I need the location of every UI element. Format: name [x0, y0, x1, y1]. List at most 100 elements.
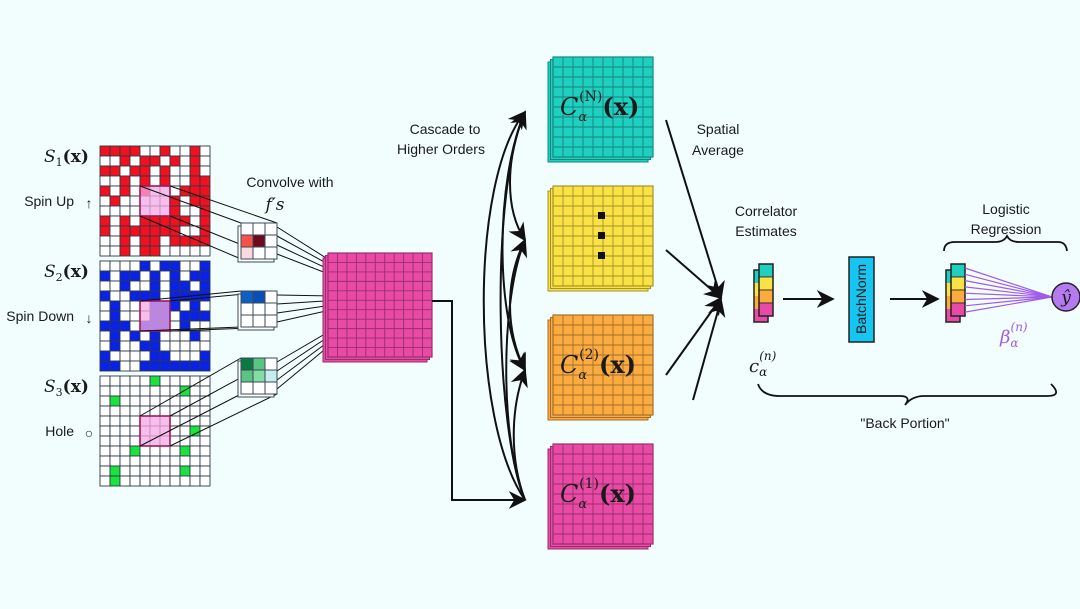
occupied-site — [109, 165, 121, 177]
occupied-site — [119, 215, 131, 227]
empty-site — [169, 385, 181, 397]
occupied-site — [169, 290, 181, 302]
occupied-site — [189, 330, 201, 342]
empty-site — [109, 280, 121, 292]
occupied-site — [169, 235, 181, 247]
empty-site — [109, 225, 121, 237]
occupied-site — [109, 195, 121, 207]
empty-site — [99, 195, 111, 207]
window-to-filter-line — [139, 357, 242, 417]
occupied-site — [159, 225, 171, 237]
empty-site — [109, 260, 121, 272]
empty-site — [169, 465, 181, 477]
output-node: ŷ — [1051, 282, 1080, 312]
empty-site — [179, 340, 191, 352]
empty-site — [109, 290, 121, 302]
occupied-site — [149, 225, 161, 237]
occupied-site — [159, 215, 171, 227]
empty-site — [169, 245, 181, 257]
filter-weight — [264, 314, 278, 328]
empty-site — [169, 310, 181, 322]
occupied-site — [149, 280, 161, 292]
empty-site — [159, 465, 171, 477]
empty-site — [179, 330, 191, 342]
correlator-estimate-vector — [753, 263, 774, 323]
window-to-filter-line — [169, 393, 278, 447]
cascade-arrow — [482, 110, 527, 501]
empty-site — [129, 375, 141, 387]
occupied-site — [189, 360, 201, 372]
empty-site — [179, 350, 191, 362]
empty-site — [109, 215, 121, 227]
empty-site — [129, 360, 141, 372]
window-to-filter-line — [139, 393, 242, 447]
empty-site — [159, 330, 171, 342]
occupied-site — [199, 270, 211, 282]
empty-site — [159, 385, 171, 397]
occupied-site — [179, 445, 191, 457]
vector-entry — [758, 276, 774, 291]
empty-site — [189, 350, 201, 362]
empty-site — [199, 330, 211, 342]
filter-weight — [252, 302, 266, 316]
empty-site — [119, 360, 131, 372]
spatial-label-line2: Average — [692, 142, 744, 158]
spatial-label-line1: Spatial — [697, 121, 740, 137]
empty-site — [129, 435, 141, 447]
occupied-site — [109, 145, 121, 157]
occupied-site — [179, 385, 191, 397]
logistic-weight-line — [964, 267, 1053, 298]
occupied-site — [99, 185, 111, 197]
occupied-site — [179, 310, 191, 322]
cascade-label-line2: Higher Orders — [397, 141, 485, 157]
correlator-map-order-ellipsis — [547, 185, 654, 292]
occupied-site — [119, 245, 131, 257]
occupied-site — [179, 235, 191, 247]
occupied-site — [119, 155, 131, 167]
filter-weight — [264, 302, 278, 316]
empty-site — [149, 395, 161, 407]
empty-site — [129, 455, 141, 467]
empty-site — [179, 300, 191, 312]
occupied-site — [149, 235, 161, 247]
occupied-site — [199, 260, 211, 272]
empty-site — [129, 195, 141, 207]
occupied-site — [129, 225, 141, 237]
occupied-site — [199, 360, 211, 372]
correlator-label: Cα(N)(x) — [560, 89, 639, 125]
empty-site — [139, 385, 151, 397]
occupied-site — [99, 350, 111, 362]
empty-site — [139, 350, 151, 362]
empty-site — [109, 445, 121, 457]
empty-site — [119, 475, 131, 487]
estimates-label-line1: Correlator — [735, 203, 798, 219]
window-to-filter-line — [169, 185, 278, 224]
empty-site — [129, 425, 141, 437]
occupied-site — [189, 300, 201, 312]
filter-weight — [264, 234, 278, 248]
occupied-site — [109, 475, 121, 487]
occupied-site — [139, 175, 151, 187]
empty-site — [119, 260, 131, 272]
empty-site — [169, 435, 181, 447]
empty-site — [169, 165, 181, 177]
occupied-site — [199, 175, 211, 187]
empty-site — [149, 465, 161, 477]
empty-site — [119, 465, 131, 477]
empty-site — [179, 270, 191, 282]
empty-site — [199, 435, 211, 447]
empty-site — [109, 155, 121, 167]
filter-weight — [264, 222, 278, 236]
occupied-site — [119, 270, 131, 282]
empty-site — [99, 375, 111, 387]
empty-site — [159, 405, 171, 417]
empty-site — [109, 270, 121, 282]
occupied-site — [119, 185, 131, 197]
window-to-filter-line — [139, 326, 242, 332]
empty-site — [129, 260, 141, 272]
occupied-site — [179, 280, 191, 292]
empty-site — [129, 475, 141, 487]
occupied-site — [179, 465, 191, 477]
empty-site — [119, 340, 131, 352]
occupied-site — [119, 225, 131, 237]
